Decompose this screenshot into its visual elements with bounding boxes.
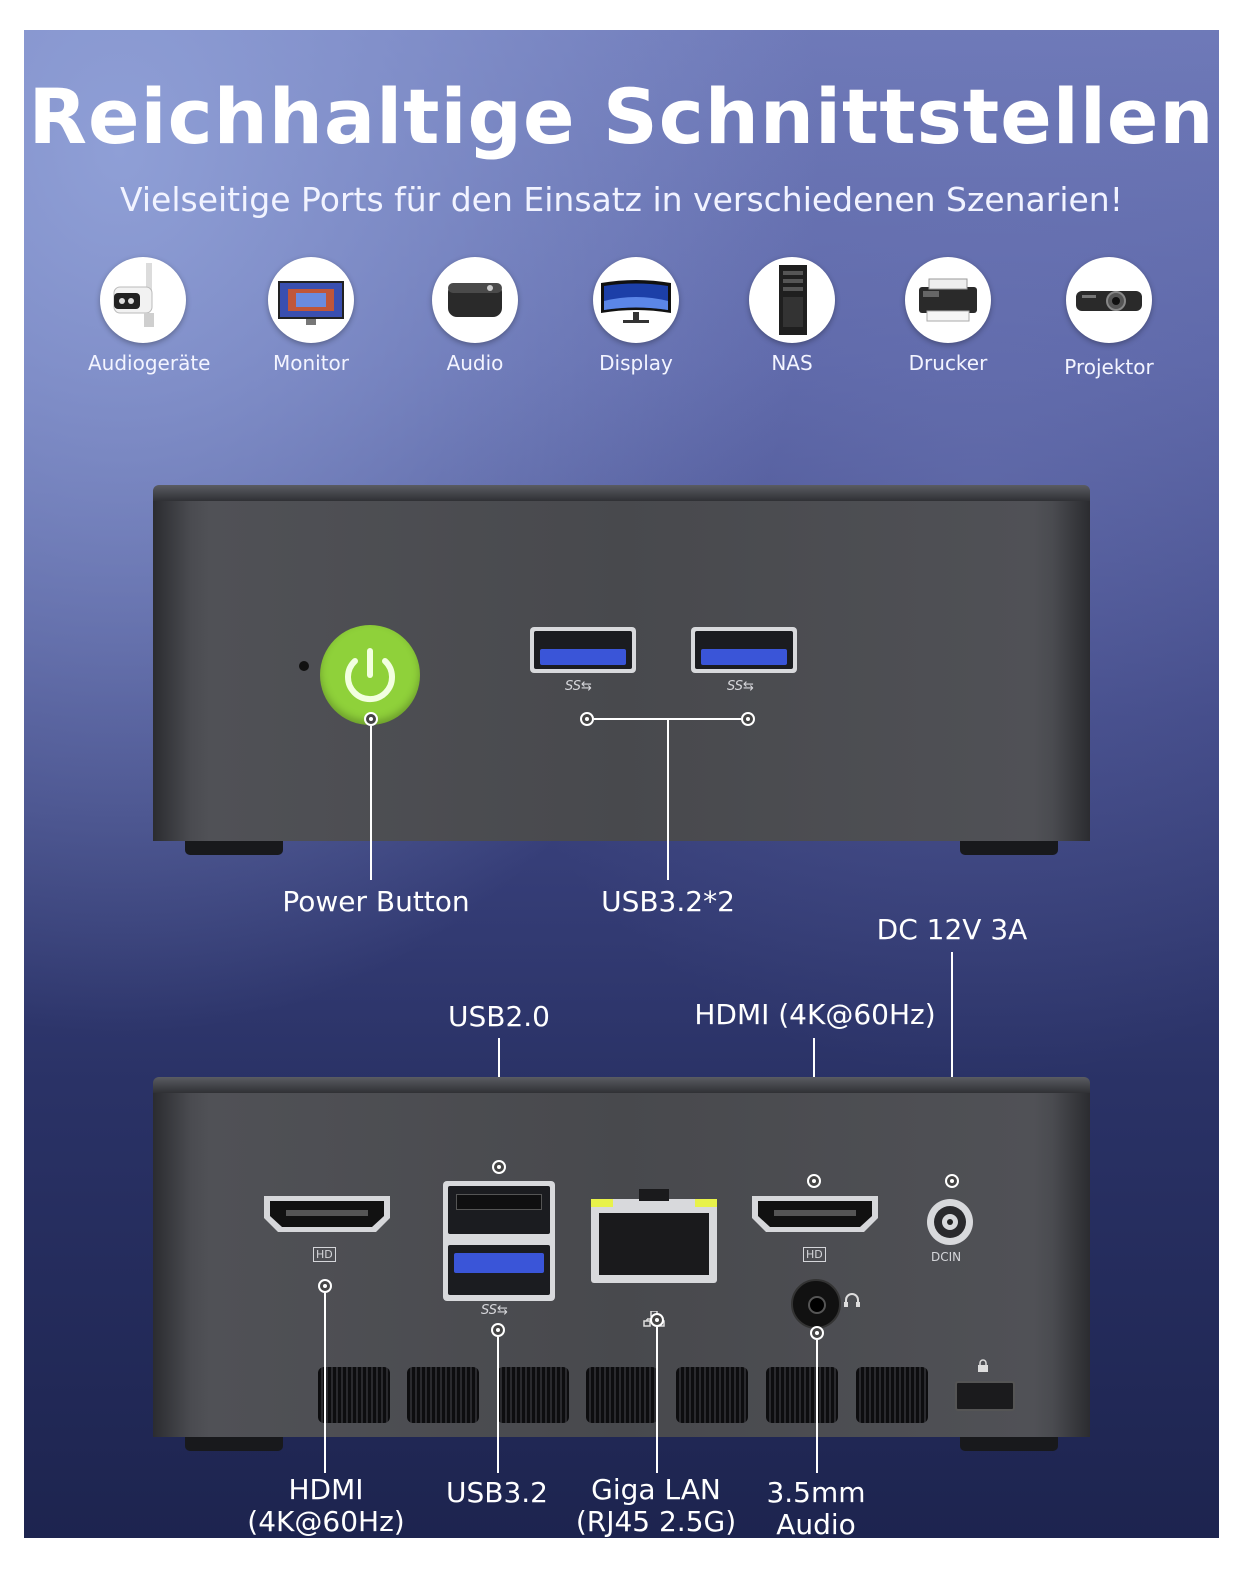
callout-dot — [492, 1160, 506, 1174]
device-projektor: Projektor — [1054, 257, 1164, 379]
callout-line — [497, 1337, 499, 1473]
hd-mark: HD — [803, 1247, 826, 1262]
kensington-lock-slot — [955, 1381, 1015, 1411]
vent — [676, 1367, 748, 1423]
curved-display-icon — [593, 257, 679, 343]
audio-jack-3-5mm[interactable] — [791, 1279, 841, 1329]
power-button[interactable] — [320, 625, 420, 725]
device-label: Monitor — [272, 351, 350, 375]
callout-dot — [741, 712, 755, 726]
headline: Reichhaltige Schnittstellen — [28, 72, 1215, 161]
speaker-icon — [432, 257, 518, 343]
device-label: Drucker — [908, 351, 988, 375]
callout-line — [816, 1340, 818, 1473]
callout-line — [667, 718, 669, 880]
audio-label-line2: Audio — [776, 1508, 856, 1539]
hdmi-left-label-line2: (4K@60Hz) — [247, 1505, 405, 1538]
lan-label-line2: (RJ45 2.5G) — [575, 1505, 737, 1538]
device-nas: NAS — [737, 257, 847, 375]
superspeed-usb-icon: SS⇆ — [565, 679, 592, 694]
lan-label-line1: Giga LAN — [591, 1473, 721, 1506]
usb32-front-label: USB3.2*2 — [601, 885, 735, 918]
headphone-icon — [844, 1293, 860, 1307]
device-monitor: Monitor — [256, 257, 366, 375]
callout-dot — [945, 1174, 959, 1188]
lan-led-right — [695, 1199, 717, 1207]
printer-icon — [905, 257, 991, 343]
usb20-label: USB2.0 — [447, 1000, 550, 1033]
callout-line — [951, 952, 953, 1174]
usb20-port[interactable] — [448, 1186, 550, 1234]
power-button-label: Power Button — [282, 885, 470, 918]
superspeed-usb-icon: SS⇆ — [481, 1303, 508, 1318]
hdmi-port-left[interactable] — [260, 1192, 394, 1236]
device-drucker: Drucker — [893, 257, 1003, 375]
vent — [766, 1367, 838, 1423]
audio-label: 3.5mm Audio — [744, 1476, 888, 1539]
usb32-back-label: USB3.2 — [445, 1476, 548, 1509]
callout-dot — [318, 1279, 332, 1293]
usb32-port-front-1[interactable] — [530, 627, 636, 673]
projector-icon — [1066, 257, 1152, 343]
device-label: Audio — [446, 351, 504, 375]
callout-dot — [580, 712, 594, 726]
device-label: Projektor — [1064, 355, 1154, 379]
hdmi-right-label: HDMI (4K@60Hz) — [694, 998, 936, 1031]
product-graphic: Reichhaltige Schnittstellen Vielseitige … — [24, 30, 1219, 1538]
hdmi-port-right[interactable] — [748, 1192, 882, 1236]
vent — [318, 1367, 390, 1423]
subheadline: Vielseitige Ports für den Einsatz in ver… — [120, 180, 1123, 219]
server-tower-icon — [749, 257, 835, 343]
monitor-icon — [268, 257, 354, 343]
callout-line — [324, 1293, 326, 1473]
dc-input-label: DC 12V 3A — [876, 913, 1028, 946]
device-label: Display — [599, 351, 673, 375]
rj45-lan-port[interactable] — [591, 1189, 717, 1283]
dcin-mark: DCIN — [931, 1250, 962, 1264]
vent — [586, 1367, 658, 1423]
device-audiogeraete: Audiogeräte — [88, 257, 211, 375]
mini-pc-front-view: SS⇆ SS⇆ — [153, 485, 1090, 855]
callout-line — [656, 1327, 658, 1473]
callout-dot — [650, 1313, 664, 1327]
device-audio: Audio — [420, 257, 530, 375]
callout-dot — [810, 1326, 824, 1340]
callout-dot — [491, 1323, 505, 1337]
audio-label-line1: 3.5mm — [766, 1476, 866, 1509]
vent — [497, 1367, 569, 1423]
callout-dot — [364, 712, 378, 726]
device-label: NAS — [771, 351, 813, 375]
reset-pinhole — [299, 661, 309, 671]
hd-mark: HD — [313, 1247, 336, 1262]
power-icon — [345, 648, 395, 703]
usb-stack — [443, 1181, 555, 1301]
vent — [856, 1367, 928, 1423]
hdmi-left-label-line1: HDMI — [288, 1473, 364, 1506]
security-camera-icon — [100, 257, 186, 343]
usb32-port-front-2[interactable] — [691, 627, 797, 673]
dc-input-port[interactable] — [925, 1197, 975, 1247]
superspeed-usb-icon: SS⇆ — [727, 679, 754, 694]
hdmi-left-label: HDMI (4K@60Hz) — [238, 1474, 414, 1538]
callout-dot — [807, 1174, 821, 1188]
callout-line — [370, 726, 372, 880]
lock-icon — [978, 1359, 988, 1372]
usb32-port-back[interactable] — [448, 1245, 550, 1295]
lan-label: Giga LAN (RJ45 2.5G) — [556, 1474, 756, 1538]
device-display: Display — [581, 257, 691, 375]
device-label: Audiogeräte — [88, 351, 211, 375]
vent — [407, 1367, 479, 1423]
lan-led-left — [591, 1199, 613, 1207]
